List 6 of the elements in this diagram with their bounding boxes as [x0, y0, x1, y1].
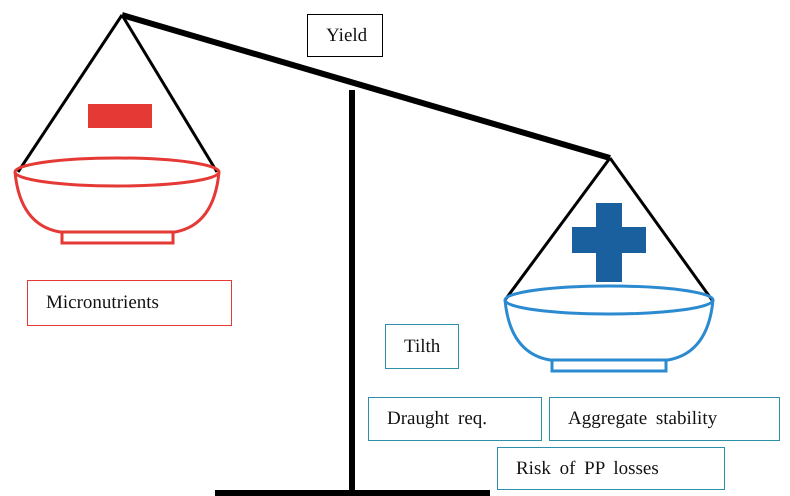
label-box: Risk of PP losses	[497, 447, 725, 490]
label-box: Micronutrients	[27, 280, 232, 326]
label-box: Tilth	[385, 324, 459, 369]
label-box: Draught req.	[368, 397, 542, 441]
label-box: Yield	[307, 14, 383, 57]
label-box: Aggregate stability	[549, 397, 780, 441]
